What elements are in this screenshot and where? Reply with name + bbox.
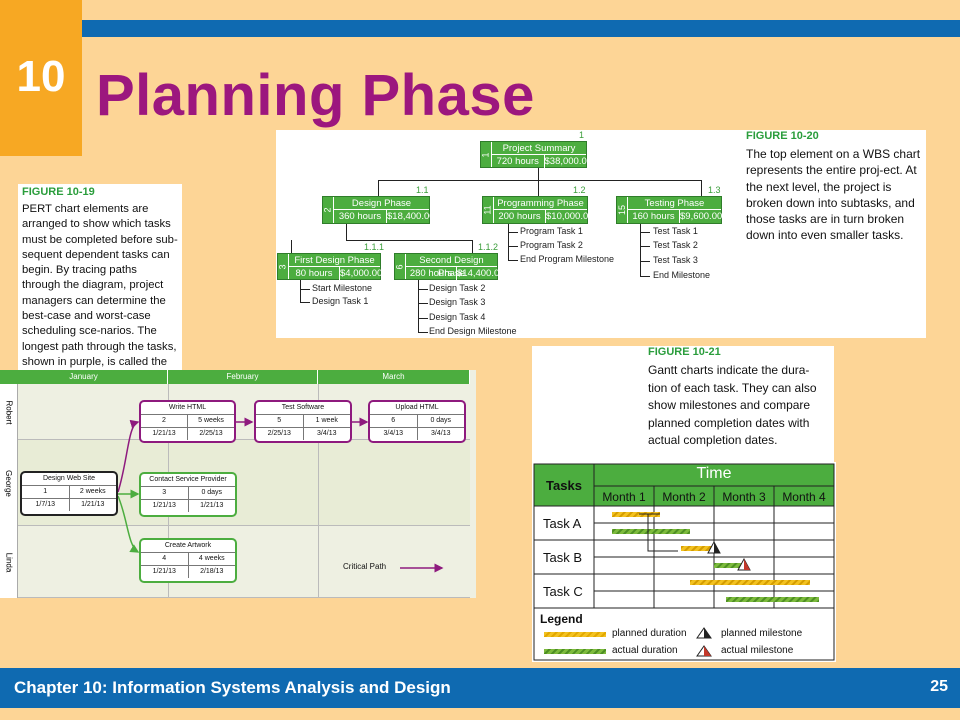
wbs-code: 1.1.1 [364,242,385,252]
wbs-caption-block: FIGURE 10-20 The top element on a WBS ch… [746,130,924,244]
gantt-task-label: Task C [543,584,583,599]
wbs-code: 1.2 [573,185,586,195]
gantt-bar-planned [690,580,810,585]
wbs-node-testing-phase: 15 Testing Phase 160 hours $9,600.00 [616,196,723,224]
legend-label: planned duration [612,628,687,639]
gantt-time-header: Time [696,465,732,482]
wbs-task: Design Task 4 [429,312,486,322]
page-number: 25 [930,678,948,695]
wbs-node-project-summary: 1 Project Summary 720 hours $38,000.00 [480,141,593,168]
gantt-task-label: Task B [543,550,583,565]
legend-label: actual milestone [721,645,794,656]
figure-label: FIGURE 10-20 [746,130,819,142]
gantt-bar-actual [612,529,690,534]
wbs-task: End Program Milestone [520,254,615,264]
wbs-task: Program Task 1 [520,226,583,236]
chapter-badge: 10 [0,0,82,156]
gantt-tasks-header: Tasks [546,478,582,493]
wbs-code: 1.1 [416,185,429,195]
figure-label: FIGURE 10-19 [22,186,95,198]
wbs-task: Design Task 2 [429,283,486,293]
gantt-legend-title: Legend [540,612,583,626]
chapter-number: 10 [16,52,66,101]
wbs-node-first-design-phase: 3 First Design Phase 80 hours $4,000.00 [277,253,383,280]
wbs-chart-figure: 1 1 Project Summary 720 hours $38,000.00… [276,130,926,338]
wbs-node-second-design-phase: 6 Second Design Phase 280 hours $14,400.… [394,253,505,280]
wbs-task: Test Task 3 [653,255,698,265]
wbs-task: End Milestone [653,270,711,280]
wbs-task: Test Task 1 [653,226,698,236]
wbs-node-programming-phase: 11 Programming Phase 200 hours $10,000.0… [482,196,594,224]
critical-path-label: Critical Path [343,562,387,571]
wbs-task: Program Task 2 [520,240,583,250]
gantt-month-header: Month 4 [782,490,826,504]
gantt-chart: Tasks Time Month 1 Month 2 Month 3 Month… [532,462,836,662]
gantt-bar-actual [714,563,744,568]
figure-label: FIGURE 10-21 [648,346,721,358]
pert-month-header: March [318,370,470,384]
wbs-task: End Design Milestone [429,326,517,336]
wbs-task: Start Milestone [312,283,373,293]
figure-caption: PERT chart elements are arranged to show… [22,203,178,383]
gantt-caption-block: FIGURE 10-21 Gantt charts indicate the d… [532,346,834,464]
wbs-task: Test Task 2 [653,240,698,250]
pert-chart: January February March Robert George Lin… [0,370,476,598]
legend-label: actual duration [612,645,678,656]
legend-milestone-icons [696,627,712,657]
gantt-grid [533,463,835,661]
slide-title: Planning Phase [96,63,535,128]
wbs-code: 1 [579,130,585,140]
gantt-bar-planned [612,512,660,517]
wbs-code: 1.3 [708,185,721,195]
pert-arrows [117,417,444,573]
wbs-code: 1.1.2 [478,242,499,252]
figure-caption: The top element on a WBS chart represent… [746,147,921,243]
gantt-bar-planned [681,546,714,551]
gantt-milestone-fill [744,559,750,570]
pert-month-header: January [0,370,168,384]
wbs-task: Design Task 3 [429,297,486,307]
gantt-milestone-fill [714,542,720,553]
wbs-task: Design Task 1 [312,296,369,306]
footer-chapter-title: Chapter 10: Information Systems Analysis… [14,678,451,697]
gantt-month-header: Month 1 [602,490,646,504]
footer-bar: Chapter 10: Information Systems Analysis… [0,668,960,708]
gantt-month-header: Month 3 [722,490,766,504]
legend-label: planned milestone [721,628,803,639]
gantt-month-header: Month 2 [662,490,706,504]
pert-row-linda: Linda [0,526,470,598]
figure-caption: Gantt charts indicate the dura-tion of e… [648,363,817,447]
pert-caption-block: FIGURE 10-19 PERT chart elements are arr… [18,184,182,383]
legend-actual-swatch [544,649,606,654]
gantt-bar-actual [726,597,819,602]
top-bar [82,20,960,37]
legend-planned-swatch [544,632,606,637]
wbs-node-design-phase: 2 Design Phase 360 hours $18,400.00 [322,196,435,224]
gantt-task-label: Task A [543,516,582,531]
gantt-dependency-arrow [639,513,678,552]
pert-month-header: February [168,370,318,384]
